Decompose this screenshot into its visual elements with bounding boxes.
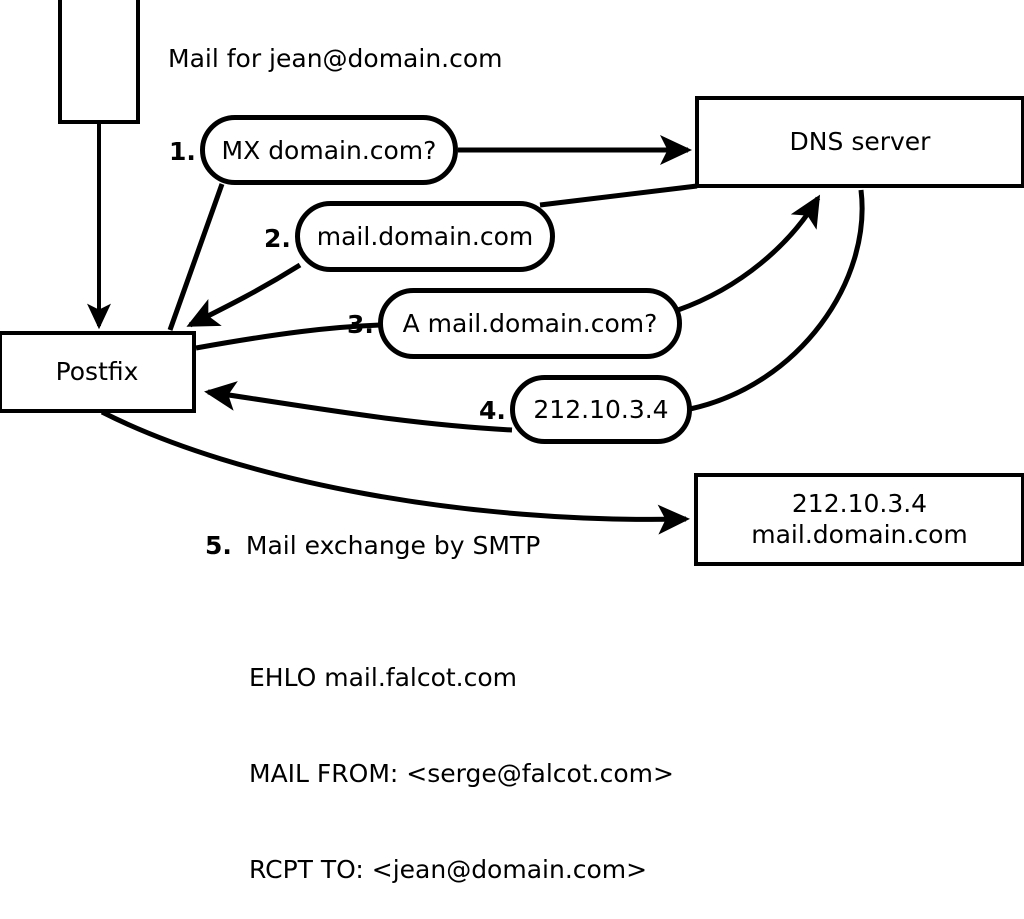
node-mail-client[interactable] [58, 0, 140, 124]
bubble-step-4[interactable]: 212.10.3.4 [510, 375, 692, 444]
bubble-step-3[interactable]: A mail.domain.com? [378, 288, 682, 359]
node-remote-mx-ip: 212.10.3.4 [791, 489, 928, 518]
arrow-step3-to-dns [677, 194, 821, 313]
node-dns-server[interactable]: DNS server [695, 96, 1024, 188]
line-postfix-to-step1 [167, 183, 225, 331]
line-dns-to-step4 [689, 189, 865, 412]
bubble-step-2[interactable]: mail.domain.com [295, 201, 555, 272]
step-1-number: 1. [169, 137, 196, 166]
node-postfix-label: Postfix [55, 356, 139, 386]
node-postfix[interactable]: Postfix [0, 331, 196, 413]
smtp-transcript: EHLO mail.falcot.com MAIL FROM: <serge@f… [249, 598, 674, 919]
bubble-step-1[interactable]: MX domain.com? [200, 115, 458, 185]
arrow-step4-to-postfix [204, 381, 513, 433]
smtp-line-rcpt-to: RCPT TO: <jean@domain.com> [249, 855, 648, 884]
smtp-line-ehlo: EHLO mail.falcot.com [249, 663, 518, 692]
step-5-number: 5. [205, 531, 232, 560]
step-4-number: 4. [479, 396, 506, 425]
step-2-number: 2. [264, 224, 291, 253]
mail-for-caption: Mail for jean@domain.com [168, 44, 503, 73]
node-remote-mx[interactable]: 212.10.3.4 mail.domain.com [694, 473, 1024, 566]
smtp-line-mail-from: MAIL FROM: <serge@falcot.com> [249, 759, 674, 788]
arrow-postfix-to-remote-mx [100, 409, 690, 535]
node-remote-mx-hostname: mail.domain.com [751, 519, 968, 549]
bubble-step-4-label: 212.10.3.4 [533, 395, 669, 424]
arrow-step2-to-postfix [186, 262, 302, 328]
step-5-label: Mail exchange by SMTP [245, 531, 541, 560]
bubble-step-2-label: mail.domain.com [316, 222, 534, 251]
bubble-step-3-label: A mail.domain.com? [402, 309, 658, 338]
line-postfix-to-step3 [195, 322, 381, 351]
step-3-number: 3. [347, 310, 374, 339]
bubble-step-1-label: MX domain.com? [221, 135, 437, 165]
node-dns-server-label: DNS server [789, 126, 931, 156]
line-dns-to-step2 [539, 183, 698, 208]
step-5-row: 5. Mail exchange by SMTP [205, 531, 540, 560]
